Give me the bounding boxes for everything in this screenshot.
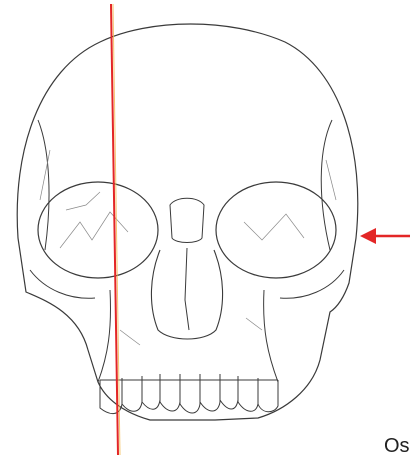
nasal-aperture — [151, 250, 222, 339]
right-orbit — [216, 182, 336, 278]
arrow-left-icon — [360, 228, 410, 244]
left-orbit — [38, 182, 158, 278]
cranial-sutures — [40, 150, 336, 345]
right-maxilla — [264, 290, 278, 382]
caption-text: Os — [384, 434, 410, 458]
left-temporal-line — [38, 120, 49, 250]
skull-outline — [17, 24, 358, 420]
right-zygomatic — [280, 270, 344, 298]
nasal-bones — [170, 198, 204, 242]
left-zygomatic — [30, 270, 95, 298]
upper-teeth — [100, 374, 278, 414]
left-maxilla — [98, 290, 111, 382]
right-temporal-line — [321, 120, 332, 250]
nasal-septum — [185, 248, 189, 330]
